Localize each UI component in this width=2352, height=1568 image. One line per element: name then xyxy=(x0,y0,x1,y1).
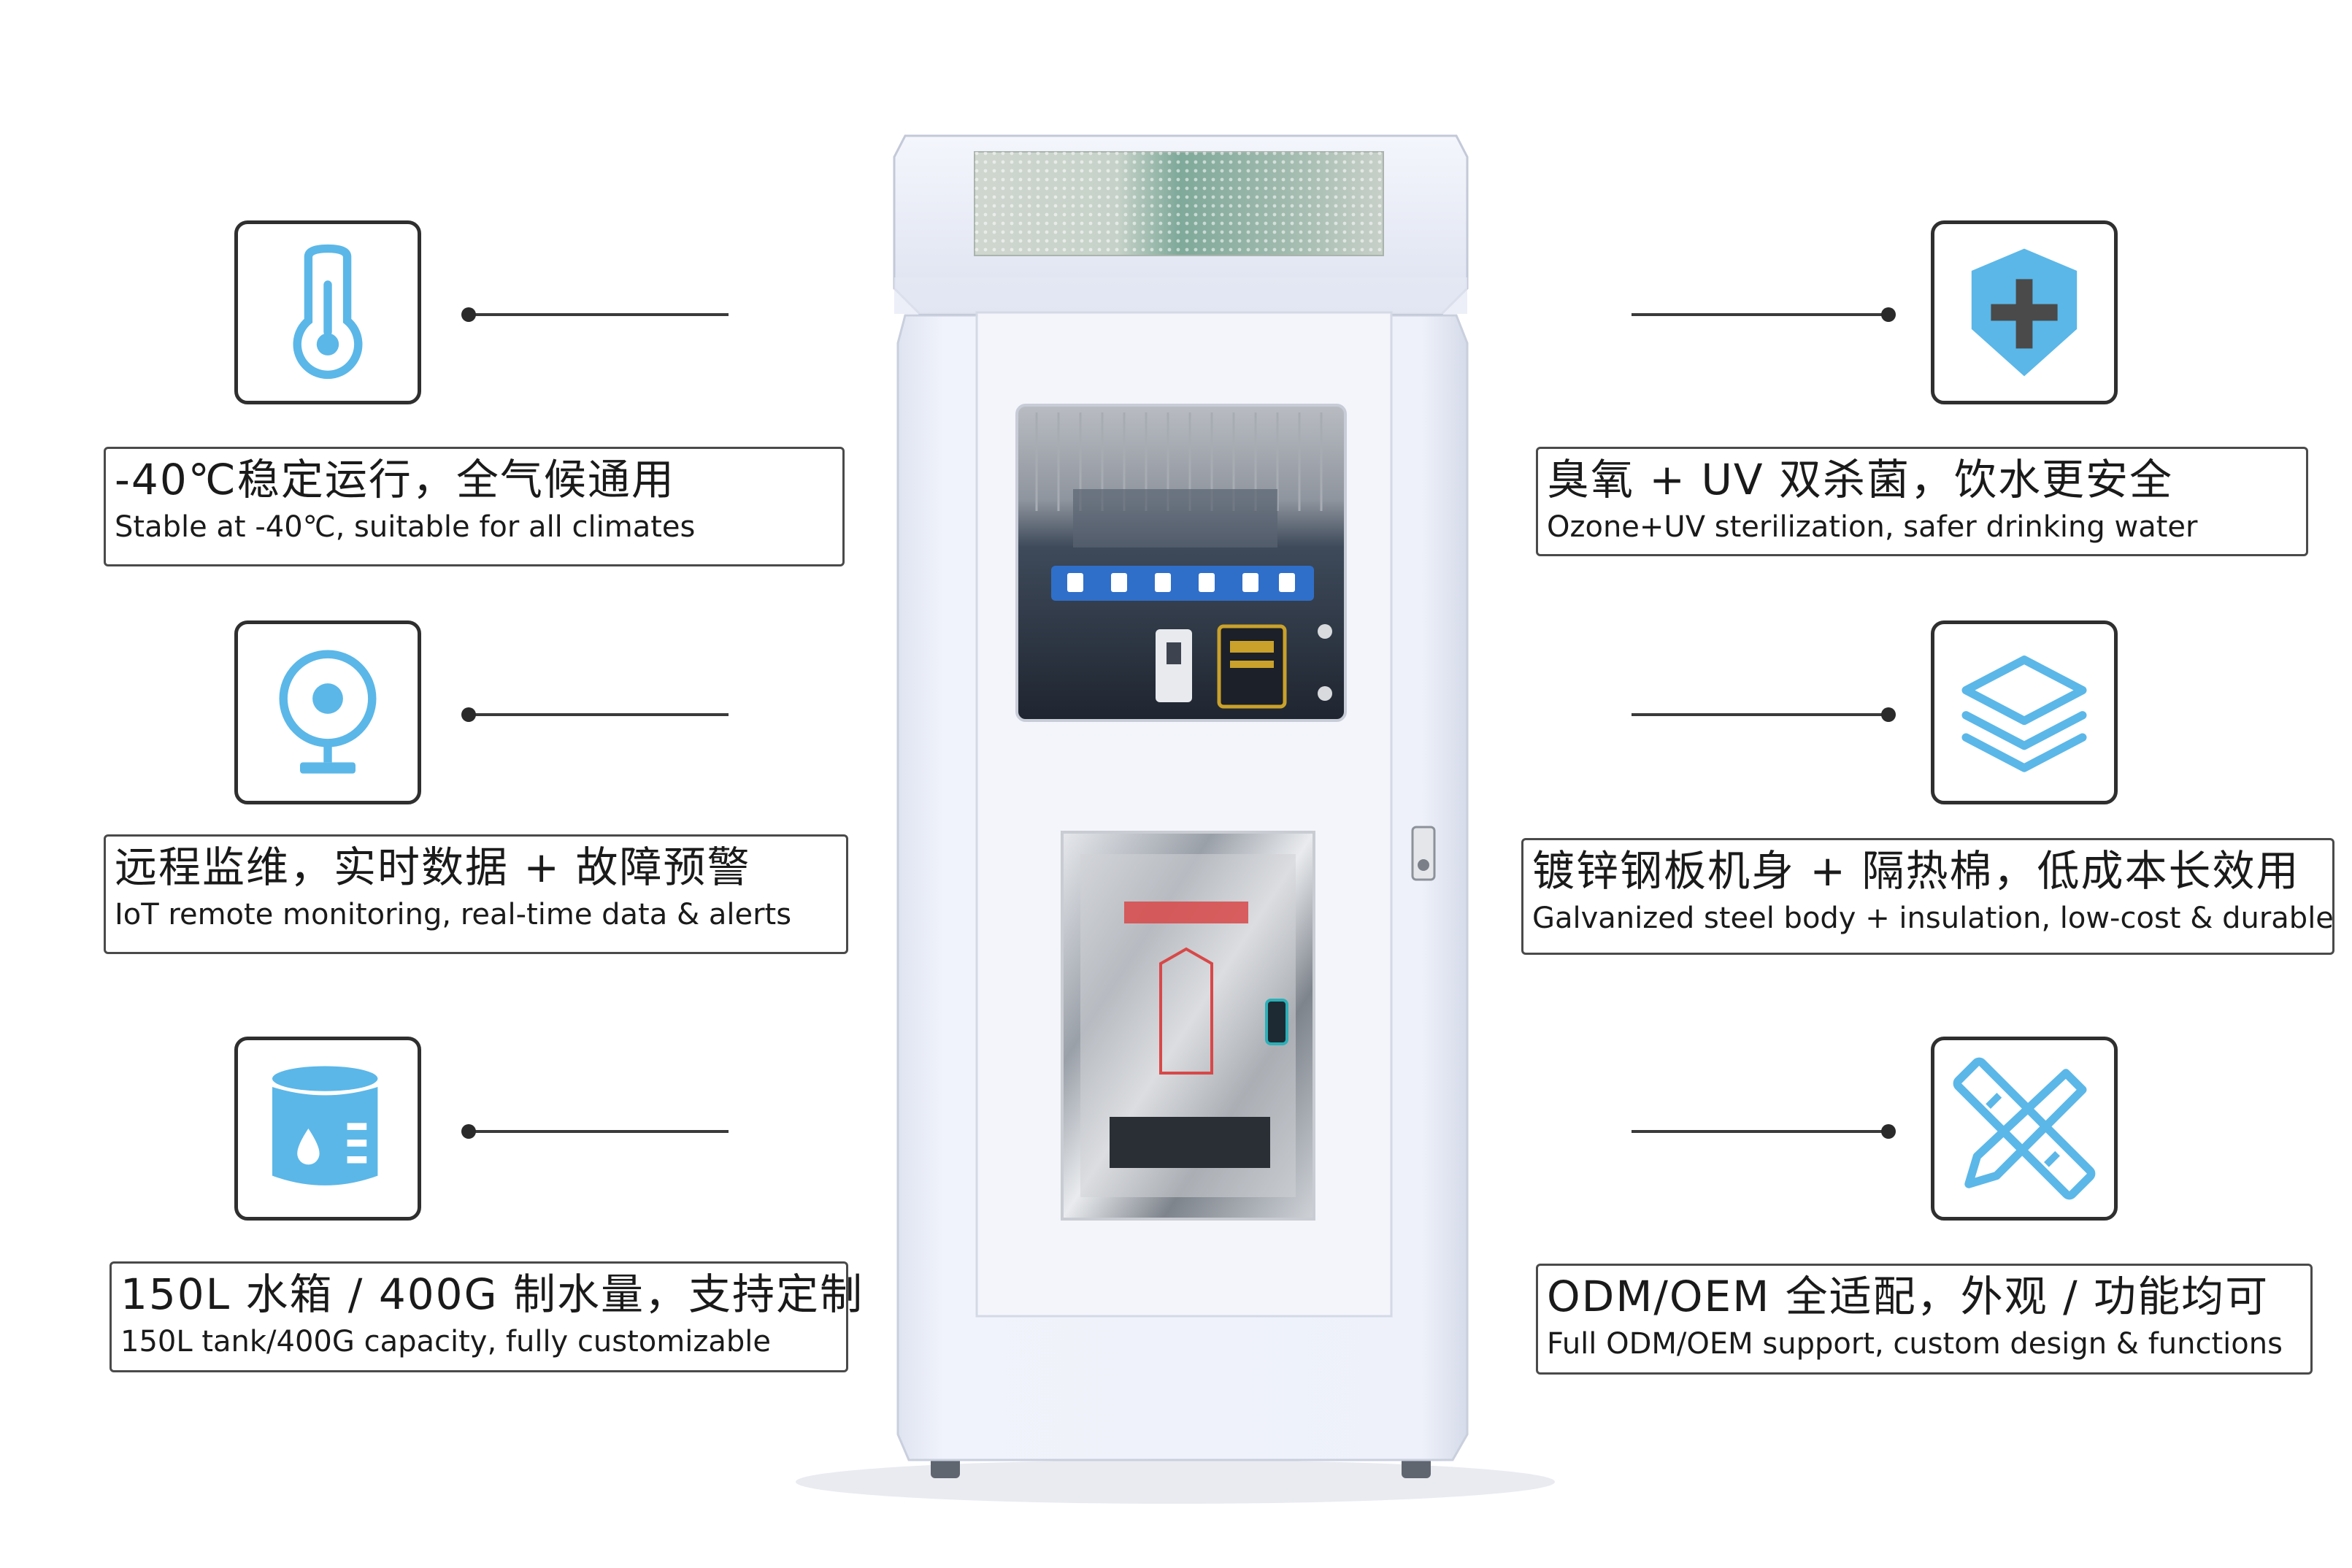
led-display-panel xyxy=(974,151,1384,256)
feature-6-connector xyxy=(1632,1124,1896,1139)
feature-5-label: 镀锌钢板机身 + 隔热棉，低成本长效用 Galvanized steel bod… xyxy=(1521,838,2334,955)
connector-dot xyxy=(1881,1124,1896,1139)
feature-1-label: -40℃稳定运行，全气候通用 Stable at -40℃, suitable … xyxy=(104,447,845,566)
feature-5-title-en: Galvanized steel body + insulation, low-… xyxy=(1532,902,2334,935)
feature-2-title-zh: 远程监维，实时数据 + 故障预警 xyxy=(115,842,751,892)
feature-layers-icon-box xyxy=(1931,620,2118,804)
feature-1-connector xyxy=(461,307,729,322)
feature-thermometer-icon-box xyxy=(234,220,421,404)
layers-icon xyxy=(1961,656,2087,772)
feature-4-label: 臭氧 + UV 双杀菌，饮水更安全 Ozone+UV sterilization… xyxy=(1536,447,2308,556)
shield-plus-icon xyxy=(1971,248,2078,377)
water-outlet-window xyxy=(1061,831,1315,1221)
feature-shield-icon-box xyxy=(1931,220,2118,404)
feature-5-connector xyxy=(1632,707,1896,722)
connector-dot xyxy=(461,707,476,722)
feature-6-title-en: Full ODM/OEM support, custom design & fu… xyxy=(1547,1327,2283,1361)
feature-4-connector xyxy=(1632,307,1896,322)
feature-2-title-en: IoT remote monitoring, real-time data & … xyxy=(115,898,792,931)
connector-dot xyxy=(1881,307,1896,322)
feature-2-label: 远程监维，实时数据 + 故障预警 IoT remote monitoring, … xyxy=(104,834,848,954)
floor-shadow xyxy=(796,1460,1555,1504)
feature-3-label: 150L 水箱 / 400G 制水量，支持定制 150L tank/400G c… xyxy=(109,1261,864,1372)
feature-water-tank-icon-box xyxy=(234,1037,421,1221)
feature-3-connector xyxy=(461,1124,729,1139)
feature-3-title-zh: 150L 水箱 / 400G 制水量，支持定制 xyxy=(120,1269,864,1319)
pencil-ruler-icon xyxy=(1953,1057,2096,1200)
door-lock xyxy=(1411,826,1436,881)
feature-1-title-en: Stable at -40℃, suitable for all climate… xyxy=(115,510,696,544)
webcam-icon xyxy=(279,650,377,774)
feature-3-title-en: 150L tank/400G capacity, fully customiza… xyxy=(120,1325,771,1358)
feature-4-title-zh: 臭氧 + UV 双杀菌，饮水更安全 xyxy=(1547,455,2174,504)
feature-2-connector xyxy=(461,707,729,722)
water-tank-icon xyxy=(272,1066,378,1185)
thermometer-icon xyxy=(293,244,363,380)
feature-4-title-en: Ozone+UV sterilization, safer drinking w… xyxy=(1547,510,2198,544)
connector-dot xyxy=(461,307,476,322)
feature-6-title-zh: ODM/OEM 全适配，外观 / 功能均可 xyxy=(1547,1272,2270,1321)
feature-5-title-zh: 镀锌钢板机身 + 隔热棉，低成本长效用 xyxy=(1532,846,2300,896)
feature-1-title-zh: -40℃稳定运行，全气候通用 xyxy=(115,455,675,504)
feature-pencil-ruler-icon-box xyxy=(1931,1037,2118,1221)
connector-dot xyxy=(1881,707,1896,722)
connector-dot xyxy=(461,1124,476,1139)
feature-6-label: ODM/OEM 全适配，外观 / 功能均可 Full ODM/OEM suppo… xyxy=(1536,1264,2313,1375)
upper-display-window xyxy=(1015,404,1347,722)
feature-webcam-icon-box xyxy=(234,620,421,804)
